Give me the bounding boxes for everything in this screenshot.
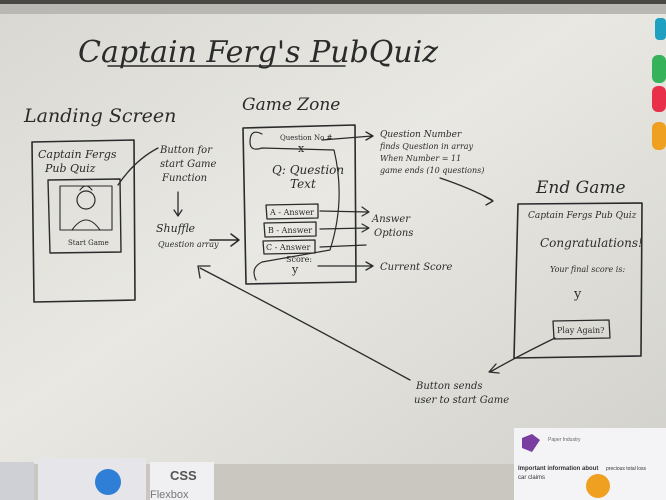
end-game-heading: End Game	[535, 178, 626, 198]
board-title: Captain Ferg's PubQuiz	[78, 35, 438, 70]
magnet-orange-icon	[652, 122, 666, 150]
landing-app-title-2: Pub Quiz	[44, 162, 96, 175]
answer-note-1: Answer	[371, 214, 411, 225]
question-note-2: finds Question in array	[379, 142, 474, 151]
game-zone-heading: Game Zone	[242, 95, 340, 115]
landing-portrait-inner	[59, 185, 113, 231]
magnet-teal-icon	[655, 18, 666, 40]
landing-portrait-frame	[47, 178, 122, 254]
landing-note-line-1: Button for	[159, 145, 213, 156]
score-value: y	[291, 263, 299, 276]
notice-header-3: precious total loss	[606, 466, 647, 472]
answer-c-box	[262, 239, 316, 255]
notice-header-4: car claims	[518, 475, 545, 481]
game-phone-outline	[242, 124, 357, 285]
end-game-app-title: Captain Fergs Pub Quiz	[528, 211, 637, 221]
landing-note-line-2: start Game	[160, 159, 217, 170]
end-game-score-line: Your final score is:	[550, 265, 625, 274]
scroll-parchment-icon	[249, 131, 340, 281]
css-sticker-label: CSS	[170, 468, 197, 483]
answer-note-arrows	[319, 206, 370, 248]
end-note-line-1: Button sends	[415, 381, 483, 392]
score-note: Current Score	[380, 262, 452, 273]
captain-body-icon	[71, 185, 101, 231]
question-number-label: Question No #	[280, 134, 333, 142]
right-arrow-icon	[209, 233, 240, 247]
notice-header-1: Paper Industry	[548, 437, 581, 443]
play-again-button: Play Again?	[557, 326, 604, 335]
question-note-4: game ends (10 questions)	[380, 166, 484, 175]
paper-card	[38, 458, 146, 500]
end-game-congrats: Congratulations!	[540, 236, 643, 250]
answer-note-2: Options	[374, 228, 413, 239]
magnet-orange-bottom-icon	[586, 474, 610, 498]
question-note-3: When Number = 11	[380, 154, 461, 163]
question-text-line-2: Text	[290, 177, 316, 191]
answer-a-box	[265, 203, 319, 220]
back-to-shuffle-arrow	[197, 265, 411, 381]
answer-b-box	[263, 221, 317, 238]
landing-note-arrow	[117, 147, 159, 186]
magnet-red-icon	[652, 86, 666, 112]
landing-app-title-1: Captain Fergs	[38, 148, 117, 161]
score-note-arrow	[317, 261, 374, 271]
answer-a-label: A - Answer	[269, 208, 314, 217]
notice-header-2: Important information about	[518, 466, 598, 472]
magnet-green-icon	[652, 55, 666, 83]
down-arrow-icon	[173, 191, 183, 217]
landing-start-button: Start Game	[68, 239, 109, 247]
board-top-rail	[0, 4, 666, 14]
question-note-arrow	[321, 131, 374, 141]
magnet-blue-icon	[95, 469, 121, 495]
landing-note-line-3: Function	[161, 173, 207, 184]
answer-c-label: C - Answer	[266, 243, 311, 252]
notice-logo-icon	[522, 434, 540, 452]
end-game-phone-outline	[513, 202, 643, 359]
captain-face-icon	[76, 190, 96, 210]
paper-left	[0, 462, 34, 500]
question-text-line-1: Q: Question	[272, 163, 344, 177]
score-label: Score:	[286, 255, 312, 264]
play-again-arrow	[488, 337, 556, 374]
end-note-line-2: user to start Game	[414, 395, 509, 406]
play-again-box	[552, 319, 611, 340]
css-sticker-label-2: Flexbox	[150, 489, 189, 500]
css-sticker-paper	[150, 462, 214, 500]
question-note-1: Question Number	[380, 130, 462, 140]
shuffle-line-2: Question array	[158, 240, 219, 249]
shuffle-line-1: Shuffle	[156, 222, 196, 235]
end-game-score-value: y	[573, 287, 582, 302]
question-number-value: x	[298, 142, 305, 155]
landing-phone-outline	[31, 139, 136, 303]
landing-heading: Landing Screen	[23, 105, 176, 127]
answer-b-label: B - Answer	[268, 226, 312, 235]
to-end-game-arrow	[439, 177, 494, 206]
